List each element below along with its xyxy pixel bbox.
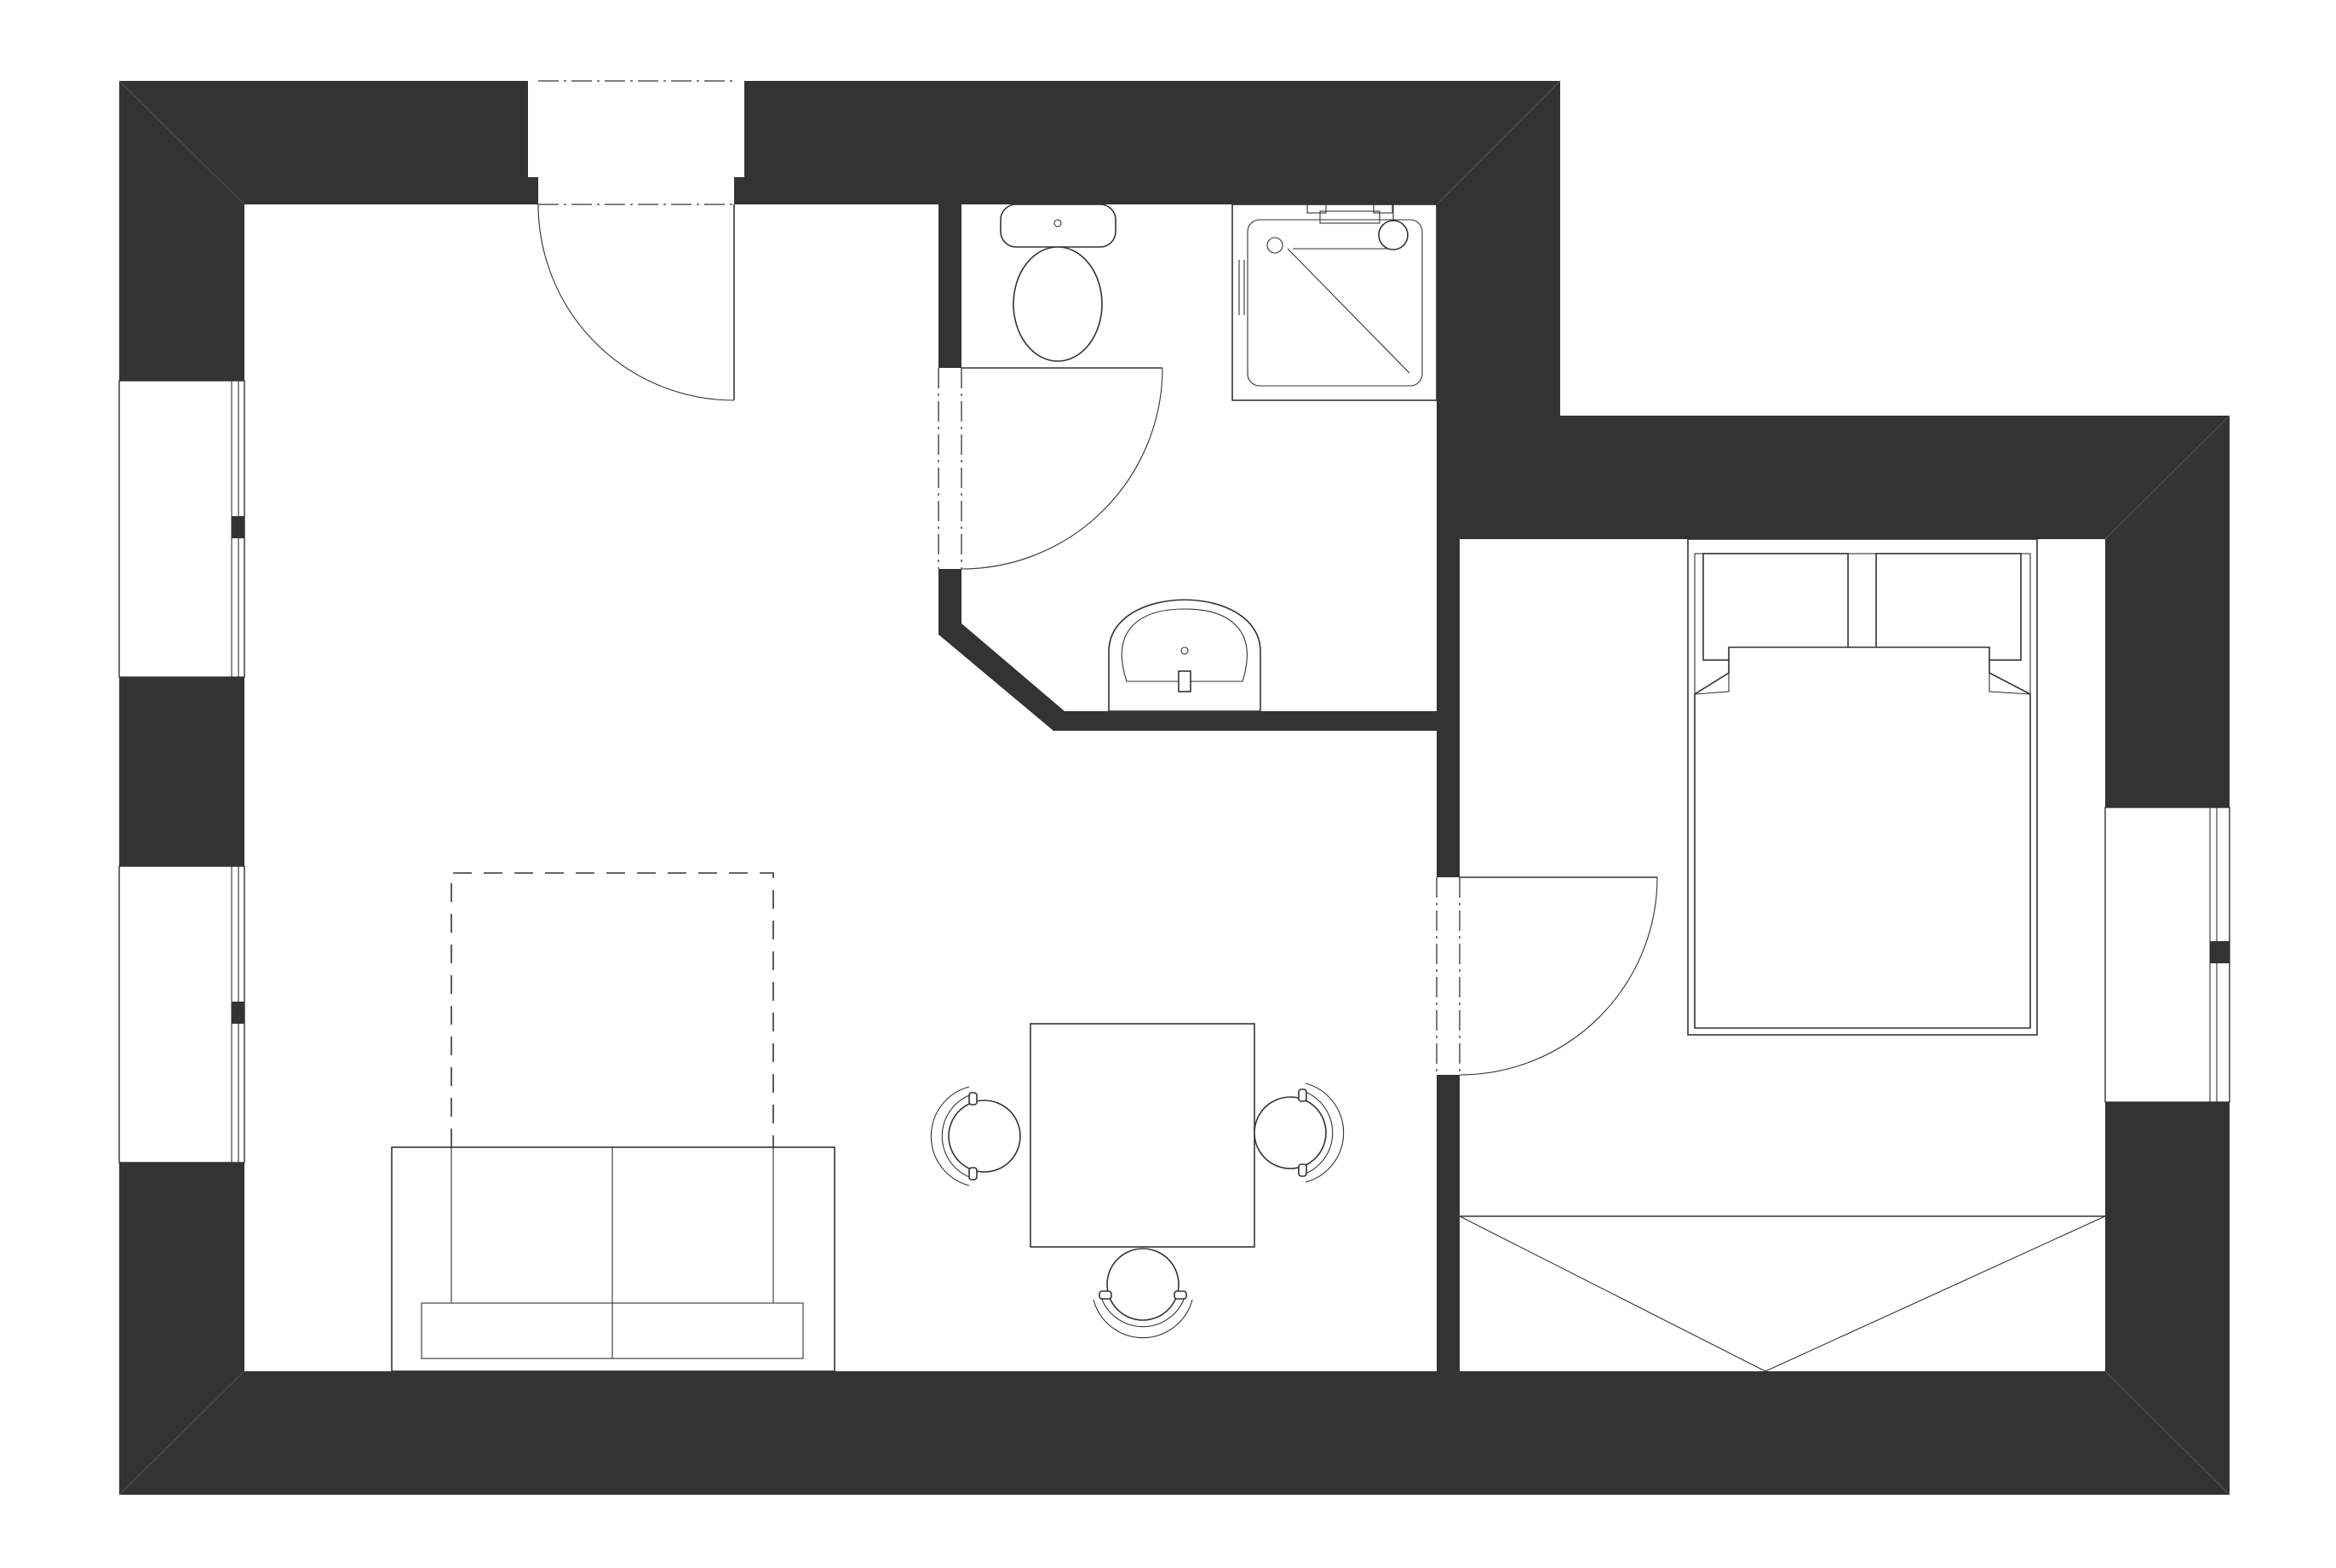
door-entrance — [537, 204, 735, 401]
sofa — [391, 1146, 835, 1372]
exterior-walls — [118, 80, 2230, 1496]
corner-hint-step — [1436, 80, 1561, 205]
shower — [1231, 204, 1438, 401]
bath-wall-lower — [938, 577, 1437, 731]
jamb-2 — [938, 569, 961, 579]
window-left-lower — [118, 865, 245, 1163]
corner-hint-tr — [2104, 415, 2230, 540]
wall-right-lower — [2105, 1102, 2230, 1495]
wall-left-bottom — [119, 1163, 244, 1495]
corner-hint-tl — [118, 80, 245, 205]
chair-right — [1254, 1083, 1345, 1183]
partition-lower — [1437, 1082, 1460, 1371]
partition-upper — [1437, 539, 1460, 868]
pillow-left — [1702, 553, 1849, 661]
sofa-bed-extension — [451, 872, 774, 1147]
wall-left-top — [119, 81, 244, 381]
wall-right-upper — [2105, 416, 2230, 807]
corner-hint-bl — [118, 1370, 245, 1496]
window-right — [2104, 807, 2230, 1103]
dining-table — [1030, 1023, 1255, 1248]
jamb-1 — [938, 358, 961, 368]
chair-bottom — [1093, 1248, 1193, 1339]
bath-wall-left-top — [938, 204, 961, 368]
windows — [118, 80, 2230, 1163]
door-bedroom — [1436, 876, 1658, 1076]
wall-left-pier — [119, 677, 244, 866]
pillow-right — [1875, 553, 2022, 661]
corner-hint-br — [2104, 1370, 2230, 1496]
toilet — [1000, 204, 1116, 362]
window-left-upper — [118, 380, 245, 678]
double-bed — [1687, 538, 2038, 1036]
jamb-4 — [1437, 1075, 1460, 1085]
interior-walls — [528, 177, 1460, 1371]
wall-top-left — [119, 81, 528, 204]
entrance-jamb-left — [528, 177, 538, 204]
wall-bottom — [119, 1371, 2230, 1495]
duvet — [1694, 646, 2031, 1029]
door-bathroom — [938, 367, 1163, 570]
washbasin — [1108, 599, 1261, 712]
wall-top-right — [1437, 416, 2230, 539]
wardrobe — [1459, 1215, 2106, 1372]
chair-left — [930, 1086, 1021, 1186]
entrance-jamb-right — [734, 177, 744, 204]
doors — [537, 204, 1658, 1076]
wall-top-middle — [744, 81, 1560, 204]
jamb-3 — [1437, 867, 1460, 877]
